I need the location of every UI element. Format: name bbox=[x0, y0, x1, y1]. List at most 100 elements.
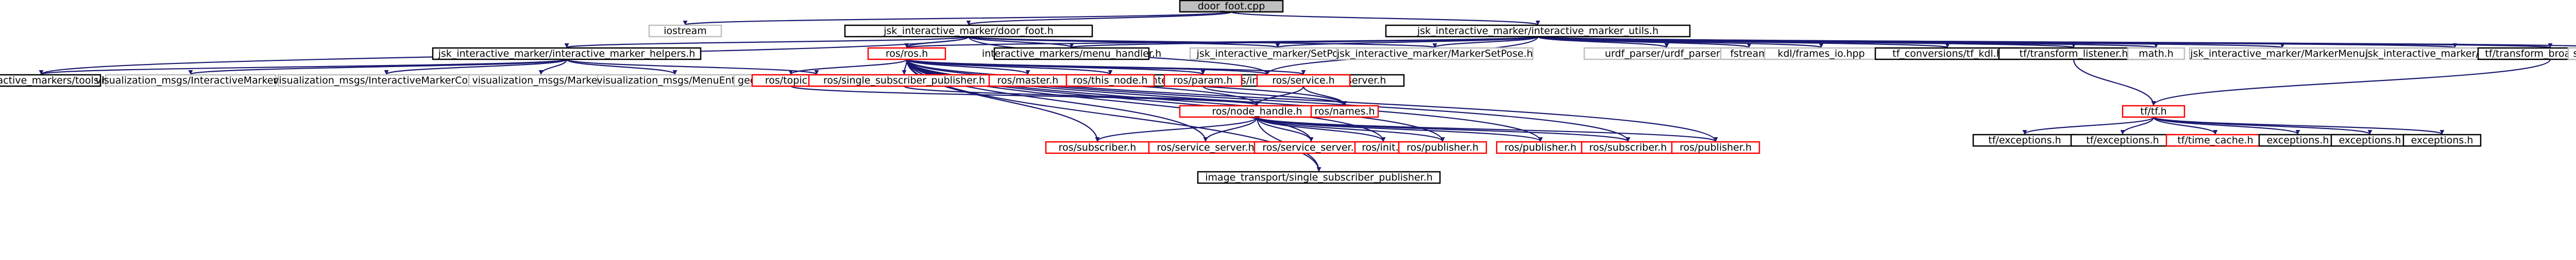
graph-node[interactable]: tf/transform_broadcaster.h bbox=[2477, 47, 2576, 60]
edge-line bbox=[1256, 117, 1314, 142]
node-box bbox=[1163, 74, 1243, 87]
graph-node[interactable]: jsk_interactive_marker/interactive_marke… bbox=[432, 47, 702, 60]
graph-node[interactable]: ros/master.h bbox=[988, 74, 1067, 87]
edge-n0-n3 bbox=[1230, 11, 1540, 26]
edge-line bbox=[903, 85, 1260, 106]
node-label: tf/exceptions.h bbox=[1988, 135, 2061, 146]
node-label: jsk_interactive_marker/door_foot.h bbox=[883, 25, 1054, 37]
node-label: exceptions.h bbox=[2411, 135, 2473, 146]
edge-line bbox=[384, 58, 568, 75]
graph-node[interactable]: ros/node_handle.h bbox=[1179, 105, 1335, 118]
graph-node[interactable]: tf/transform_listener.h bbox=[1998, 47, 2149, 60]
edge-line bbox=[1070, 36, 1539, 48]
edge-line bbox=[2120, 117, 2155, 135]
node-label: jsk_interactive_marker/MarkerSetPose.h bbox=[1336, 48, 1533, 59]
graph-node[interactable]: ros/publisher.h bbox=[1671, 141, 1760, 154]
node-label: ros/this_node.h bbox=[1073, 75, 1148, 86]
graph-node[interactable]: ros/single_subscriber_publisher.h bbox=[808, 74, 1001, 87]
graph-node[interactable]: interactive_markers/menu_handler.h bbox=[982, 47, 1161, 60]
edge-n43-n44 bbox=[2022, 116, 2155, 135]
edge-line bbox=[906, 58, 1306, 75]
node-label: door_foot.cpp bbox=[1198, 1, 1265, 12]
graph-node[interactable]: ros/names.h bbox=[1310, 105, 1379, 118]
node-box bbox=[2127, 47, 2185, 60]
node-label: iostream bbox=[664, 25, 707, 37]
graph-node: jsk_interactive_marker/MarkerMenu.h bbox=[2189, 47, 2376, 60]
graph-node[interactable]: ros/service_server.h bbox=[1148, 141, 1263, 154]
node-box bbox=[648, 24, 722, 38]
graph-node[interactable]: ros/subscriber.h bbox=[1581, 141, 1675, 154]
edge-n4-n20 bbox=[188, 58, 568, 75]
graph-node[interactable]: ros/service.h bbox=[1256, 74, 1351, 87]
edge-n43-n45 bbox=[2120, 117, 2155, 135]
nodes-layer: door_foot.cpp iostream jsk_interactive_mar… bbox=[0, 0, 2576, 184]
edge-line bbox=[1256, 117, 1386, 142]
edge-line bbox=[683, 11, 1232, 26]
edge-n3-n6 bbox=[1070, 36, 1539, 48]
node-label: ros/param.h bbox=[1173, 75, 1232, 86]
node-label: visualization_msgs/Marker.h bbox=[472, 75, 610, 86]
graph-node: visualization_msgs/Marker.h bbox=[468, 74, 614, 87]
node-label: ros/service_server.h bbox=[1157, 142, 1254, 153]
graph-node[interactable]: tf/exceptions.h bbox=[2070, 134, 2175, 147]
graph-node[interactable]: ros/subscriber.h bbox=[1045, 141, 1150, 154]
graph-node[interactable]: tf/time_cache.h bbox=[2165, 134, 2265, 147]
graph-node[interactable]: image_transport/single_subscriber_publis… bbox=[1197, 171, 1441, 184]
graph-node[interactable]: jsk_interactive_marker/interactive_marke… bbox=[1385, 24, 1691, 38]
graph-node[interactable]: ros/param.h bbox=[1163, 74, 1243, 87]
node-label: ros/single_subscriber_publisher.h bbox=[823, 75, 985, 86]
graph-node[interactable]: tf/exceptions.h bbox=[1972, 134, 2077, 147]
node-label: fstream bbox=[1730, 48, 1768, 59]
edge-n4-n23 bbox=[566, 58, 677, 75]
node-label: ros/subscriber.h bbox=[1059, 142, 1137, 153]
edge-n4-n24 bbox=[566, 58, 819, 75]
node-label: tf/transform_broadcaster.h bbox=[2485, 48, 2576, 59]
edge-n32-n40 bbox=[1256, 116, 1631, 142]
graph-node[interactable]: exceptions.h bbox=[2258, 134, 2337, 147]
graph-node[interactable]: exceptions.h bbox=[2330, 134, 2410, 147]
graph-node[interactable]: tf_conversions/tf_kdl.h bbox=[1874, 47, 2021, 60]
node-label: ros/service_server.h bbox=[1262, 142, 1360, 153]
node-label: jsk_interactive_marker/interactive_marke… bbox=[1417, 25, 1658, 37]
graph-node: jsk_interactive_marker/MarkerSetPose.h bbox=[1336, 47, 1534, 60]
node-box bbox=[993, 47, 1150, 60]
node-label: jsk_interactive_marker/MarkerMenu.h bbox=[2190, 48, 2374, 59]
graph-node[interactable]: ros/ros.h bbox=[867, 47, 946, 60]
graph-node[interactable]: ros/this_node.h bbox=[1065, 74, 1155, 87]
node-label: std_msgs/Int8.h bbox=[2573, 48, 2576, 59]
node-box bbox=[1256, 74, 1351, 87]
edge-line bbox=[788, 58, 908, 75]
edge-line bbox=[906, 59, 1718, 142]
edge-n32-n37 bbox=[1256, 117, 1386, 142]
graph-node[interactable]: exceptions.h bbox=[2402, 134, 2482, 147]
node-label: tf/time_cache.h bbox=[2177, 135, 2253, 146]
node-label: ros/master.h bbox=[997, 75, 1059, 86]
node-box bbox=[1065, 74, 1155, 87]
graph-node[interactable]: ros/service_server.h bbox=[1253, 141, 1369, 154]
edge-line bbox=[2022, 116, 2155, 135]
node-box bbox=[1310, 105, 1379, 118]
node-label: jsk_interactive_marker/SetPose.h bbox=[1196, 48, 1359, 59]
node-box bbox=[1179, 0, 1284, 13]
edge-n0-n2 bbox=[966, 11, 1232, 26]
node-box bbox=[1336, 47, 1534, 60]
edge-line bbox=[968, 36, 1074, 48]
node-label: exceptions.h bbox=[2267, 135, 2329, 146]
edge-n27-n32 bbox=[903, 85, 1260, 106]
edge-n2-n4 bbox=[565, 36, 970, 48]
edge-n5-n28 bbox=[906, 58, 1030, 75]
graph-node[interactable]: tf/tf.h bbox=[2122, 105, 2185, 118]
edge-line bbox=[1202, 85, 1347, 106]
node-box bbox=[432, 47, 702, 60]
edge-n4-n21 bbox=[384, 58, 568, 75]
edge-line bbox=[1256, 116, 1631, 142]
edge-n0-n1 bbox=[683, 11, 1232, 26]
edge-n43-n49 bbox=[2153, 116, 2445, 135]
graph-node[interactable]: interactive_markers/tools.h bbox=[0, 74, 108, 87]
graph-node[interactable]: ros/publisher.h bbox=[1496, 141, 1585, 154]
graph-node[interactable]: ros/publisher.h bbox=[1398, 141, 1487, 154]
node-label: ros/init.h bbox=[1362, 142, 1404, 153]
graph-node[interactable]: jsk_interactive_marker/door_foot.h bbox=[844, 24, 1093, 38]
node-box bbox=[1385, 24, 1691, 38]
graph-node[interactable]: door_foot.cpp bbox=[1179, 0, 1284, 13]
